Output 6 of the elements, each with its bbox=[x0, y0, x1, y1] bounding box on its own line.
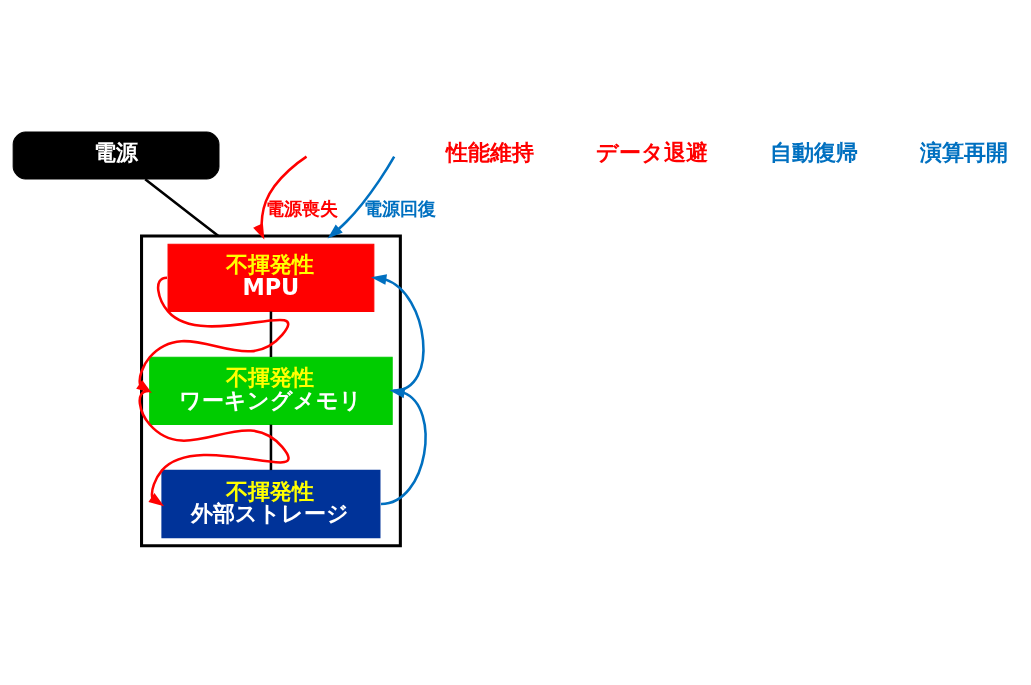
label: 性能維持 bbox=[446, 138, 535, 165]
edge-label: 電源回復 bbox=[363, 197, 436, 219]
edge-label: 電源喪失 bbox=[265, 197, 338, 219]
label: 演算再開 bbox=[920, 138, 1009, 165]
label: 自動復帰 bbox=[770, 138, 859, 165]
label: データ退避 bbox=[596, 138, 709, 165]
